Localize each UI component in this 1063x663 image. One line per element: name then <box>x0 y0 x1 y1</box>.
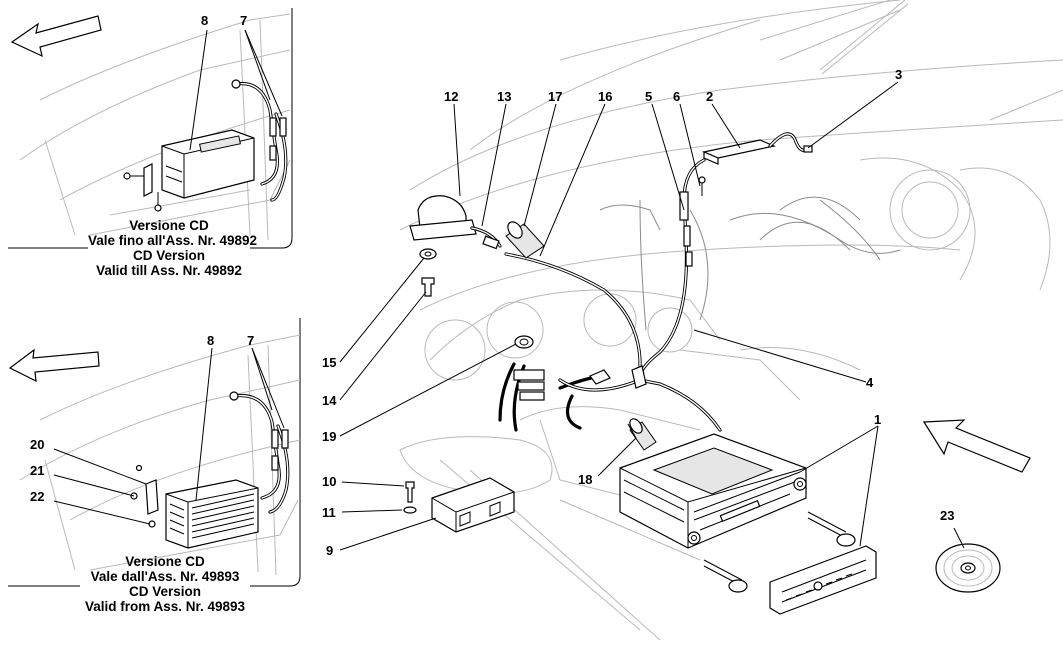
callout-9: 9 <box>326 543 333 558</box>
inset-top-drawing <box>8 8 293 249</box>
callout-11: 11 <box>322 505 336 520</box>
direction-arrow-main <box>922 419 1031 473</box>
callout-14: 14 <box>322 393 337 408</box>
callout-19: 19 <box>322 429 336 444</box>
washer-and-screw <box>339 248 437 401</box>
grommet <box>339 335 534 437</box>
callout-7-top: 7 <box>240 13 247 28</box>
callout-15: 15 <box>322 355 336 370</box>
inset-bottom-caption-line2: Vale dall'Ass. Nr. 49893 <box>90 569 240 584</box>
callout-4: 4 <box>866 375 874 390</box>
callout-3: 3 <box>895 67 902 82</box>
radio-faceplate <box>769 425 879 615</box>
radio-cd-head-unit <box>619 433 807 549</box>
callout-10: 10 <box>322 474 336 489</box>
antenna-amplifier <box>698 81 899 196</box>
inset-bottom-caption: Versione CD Vale dall'Ass. Nr. 49893 CD … <box>80 554 250 614</box>
dashboard-background <box>399 0 1063 641</box>
radio-support-bracket <box>339 477 515 551</box>
callout-12: 12 <box>444 89 458 104</box>
callout-labels: 8 7 8 7 20 21 22 12 13 17 16 5 6 2 3 15 … <box>30 13 954 558</box>
callout-23: 23 <box>940 508 954 523</box>
callout-6: 6 <box>673 89 680 104</box>
cd-changer-unit-top <box>161 129 255 199</box>
noise-filter-sleeve <box>505 103 557 259</box>
inset-bottom-caption-line4: Valid from Ass. Nr. 49893 <box>84 599 246 614</box>
inset-top-caption-line1: Versione CD <box>129 218 209 233</box>
callout-2: 2 <box>706 89 713 104</box>
wiring-harness <box>498 362 722 432</box>
callout-1: 1 <box>874 412 881 427</box>
callout-21: 21 <box>30 463 44 478</box>
callout-7-bottom: 7 <box>247 333 254 348</box>
direction-arrow-top <box>10 15 102 58</box>
inset-top-caption-line2: Vale fino all'Ass. Nr. 49892 <box>88 233 258 248</box>
inset-top-caption-line3: CD Version <box>132 248 206 263</box>
inset-bottom-caption-line1: Versione CD <box>125 554 205 569</box>
callout-8-top: 8 <box>201 13 208 28</box>
callout-20: 20 <box>30 437 44 452</box>
callout-22: 22 <box>30 489 44 504</box>
roof-antenna <box>409 103 642 382</box>
inset-bottom-drawing <box>8 318 301 587</box>
callout-17: 17 <box>548 89 562 104</box>
inset-bottom-caption-line3: CD Version <box>128 584 202 599</box>
callout-8-bottom: 8 <box>207 333 214 348</box>
inset-top-caption: Versione CD Vale fino all'Ass. Nr. 49892… <box>88 218 258 278</box>
callout-16: 16 <box>598 89 612 104</box>
connector-plug <box>597 418 657 477</box>
removal-keys <box>703 511 856 593</box>
compact-disc <box>935 527 1001 593</box>
inset-top-caption-line4: Valid till Ass. Nr. 49892 <box>96 263 242 278</box>
direction-arrow-bottom <box>8 348 100 383</box>
cd-changer-unit-bottom <box>165 479 259 549</box>
callout-18: 18 <box>578 472 592 487</box>
callout-13: 13 <box>497 89 511 104</box>
callout-5: 5 <box>645 89 652 104</box>
antenna-cable <box>638 103 867 383</box>
